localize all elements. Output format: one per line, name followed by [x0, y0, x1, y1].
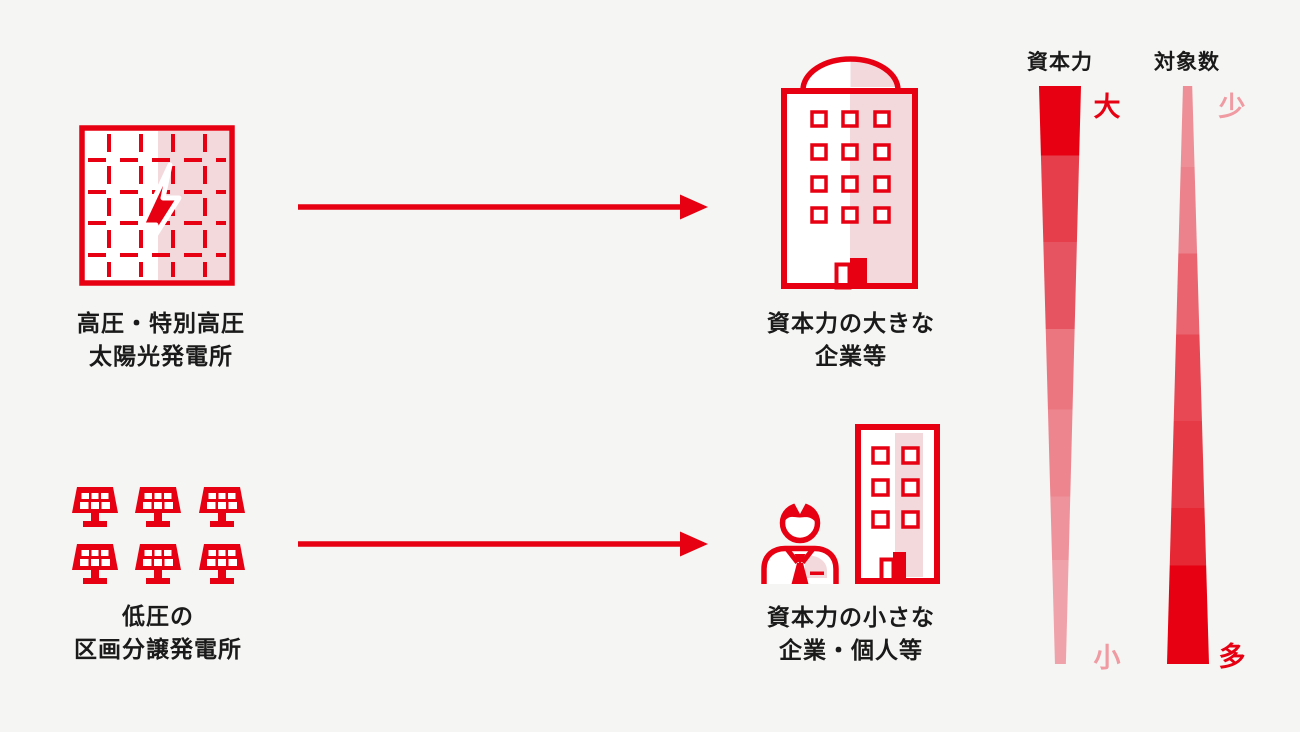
capital-scale-wedge — [1039, 86, 1081, 664]
label-line: 区画分譲発電所 — [74, 637, 242, 663]
capital-small-label: 小 — [1093, 643, 1121, 674]
capital-large-label: 大 — [1093, 92, 1121, 123]
building-windows — [810, 110, 891, 224]
label-line: 資本力の大きな — [767, 311, 935, 337]
small-building-door-fill — [893, 552, 906, 583]
person-collar — [785, 547, 815, 565]
label-line: 企業等 — [815, 344, 887, 370]
label-small-company: 資本力の小さな 企業・個人等 — [701, 602, 1001, 668]
office-building-icon — [781, 56, 918, 290]
label-line: 低圧の — [122, 604, 194, 630]
label-large-company: 資本力の大きな 企業等 — [701, 308, 1001, 374]
label-hv-solar: 高圧・特別高圧 太陽光発電所 — [11, 308, 311, 374]
dome-outline — [800, 56, 901, 91]
person-hair-notch — [793, 501, 807, 514]
scale-title-targets: 対象数 — [1154, 50, 1220, 74]
lightning-bolt-icon — [139, 162, 182, 253]
person-icon — [761, 501, 839, 584]
building-door-fill — [850, 258, 867, 288]
person-and-building-icon — [761, 424, 940, 584]
scale-title-capital: 資本力 — [1027, 50, 1093, 74]
building-border — [781, 88, 918, 289]
small-building-border — [855, 424, 940, 584]
solar-field-border — [79, 125, 235, 286]
solar-field-icon — [79, 125, 235, 286]
solar-panels-icon — [72, 487, 245, 584]
small-building-windows — [871, 446, 920, 529]
person-tie — [791, 563, 809, 584]
label-lv-solar: 低圧の 区画分譲発電所 — [8, 601, 308, 667]
label-line: 高圧・特別高圧 — [77, 311, 245, 337]
targets-few-label: 少 — [1218, 92, 1246, 123]
label-line: 資本力の小さな — [767, 605, 935, 631]
targets-many-label: 多 — [1218, 642, 1246, 673]
right-arrow-icon — [298, 531, 708, 557]
label-line: 企業・個人等 — [779, 638, 923, 664]
dome-pink-half — [850, 59, 896, 87]
right-arrow-icon — [298, 194, 708, 220]
person-hair — [782, 505, 818, 524]
targets-scale-wedge — [1167, 86, 1209, 664]
person-tie-knot — [794, 554, 806, 565]
label-line: 太陽光発電所 — [89, 344, 233, 370]
person-pocket-line — [810, 571, 824, 575]
